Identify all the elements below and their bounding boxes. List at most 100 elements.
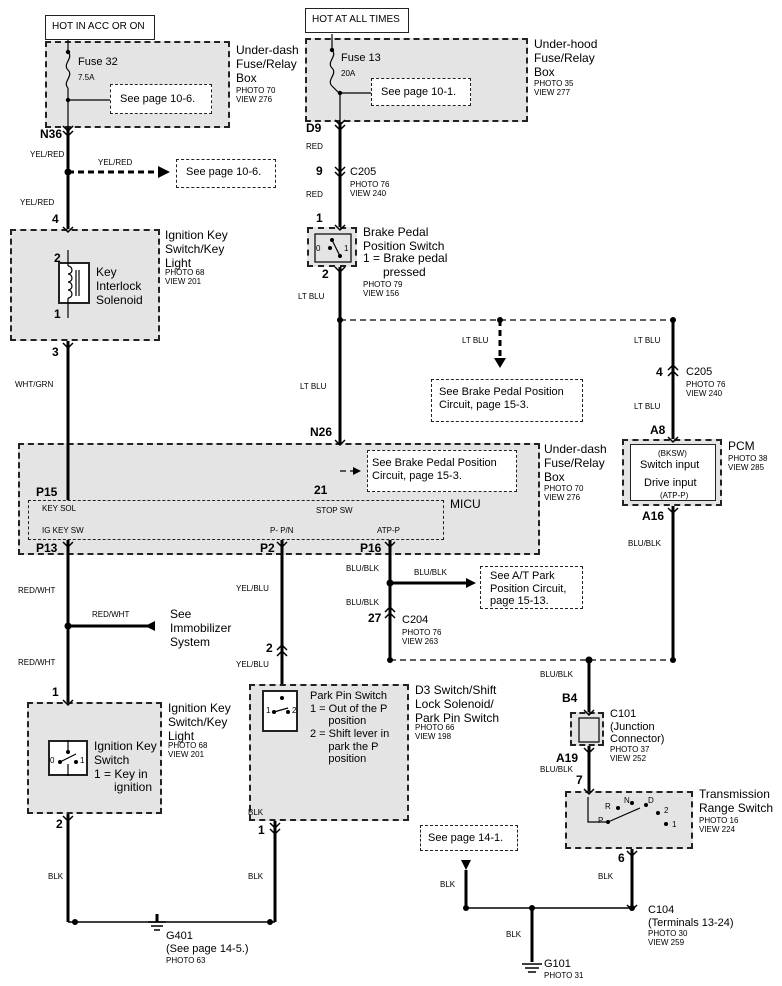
- micu-view: VIEW 276: [544, 493, 581, 502]
- atp-c204: C204: [402, 614, 429, 626]
- park-switch-label: Park Pin Switch 1 = Out of the P positio…: [310, 690, 390, 766]
- micu-p13: P13: [36, 541, 58, 555]
- trans-pos-1: 1: [672, 820, 677, 829]
- solenoid-label: Key Interlock Solenoid: [96, 265, 143, 307]
- pcm-title: PCM: [728, 439, 755, 453]
- trans-view: VIEW 224: [699, 825, 736, 834]
- park-box-title: D3 Switch/Shift Lock Solenoid/ Park Pin …: [415, 683, 500, 725]
- atp-pin27: 27: [368, 611, 382, 625]
- wire-yel-red-1: YEL/RED: [30, 150, 65, 159]
- park-switch-inner-box: [262, 690, 298, 732]
- g401-photo: PHOTO 63: [166, 956, 206, 965]
- micu-atp-p: ATP-P: [377, 526, 400, 535]
- ik-upper-view: VIEW 201: [165, 277, 202, 286]
- ik-lower-pin2: 2: [56, 817, 63, 831]
- atp-ref-box: [480, 566, 583, 609]
- pcm-atpp: (ATP-P): [660, 491, 689, 500]
- park-wire-yel-blu-2: YEL/BLU: [236, 660, 269, 669]
- trans-c101-view: VIEW 252: [610, 754, 647, 763]
- brake-wire-lt-blu: LT BLU: [298, 292, 325, 301]
- ground-ref-box: [420, 825, 518, 851]
- ik-lower-pos0: 0: [50, 756, 55, 765]
- trans-wire-blu-blk: BLU/BLK: [540, 765, 573, 774]
- wire-red-wht-1: RED/WHT: [18, 586, 56, 595]
- ik-lower-switch-label: Ignition Key Switch 1 = Key in ignition: [94, 739, 157, 795]
- brake-switch-title: Brake Pedal Position Switch: [363, 225, 445, 253]
- fuse32-ref: See page 10-6.: [120, 93, 196, 105]
- trans-b4: B4: [562, 691, 578, 705]
- ik-lower-pos1: 1: [80, 756, 85, 765]
- atp-wire-1: BLU/BLK: [346, 564, 379, 573]
- fuse32-ref-box: [110, 84, 212, 114]
- micu-photo: PHOTO 70: [544, 484, 584, 493]
- park-wire-blk-2: BLK: [248, 872, 264, 881]
- micu-stop-sw: STOP SW: [316, 506, 353, 515]
- brake-pos0: 0: [316, 244, 321, 253]
- brake-ref-box: [431, 379, 583, 422]
- park-view: VIEW 198: [415, 732, 452, 741]
- park-wire-blk: BLK: [248, 808, 264, 817]
- pcm-a8: A8: [650, 423, 666, 437]
- brake-c205-photo: PHOTO 76: [350, 180, 390, 189]
- ik-lower-photo: PHOTO 68: [168, 741, 208, 750]
- fuse13-ref: See page 10-1.: [381, 86, 457, 98]
- pin3-label: 3: [52, 345, 59, 359]
- fuse13-rating: 20A: [341, 69, 356, 78]
- pcm-wire-lt-blu-2: LT BLU: [634, 402, 661, 411]
- micu-inner-box: [28, 500, 444, 540]
- pcm-pin4: 4: [656, 365, 663, 379]
- micu-box-title: Under-dash Fuse/Relay Box: [544, 442, 607, 484]
- brake-pin2: 2: [322, 267, 329, 281]
- park-pin1-conn: 1: [258, 823, 265, 837]
- g101-label: G101: [544, 958, 571, 970]
- atp-c204-view: VIEW 263: [402, 637, 439, 646]
- pcm-drive-input: Drive input: [644, 477, 697, 489]
- fuse13-box-title: Under-hood Fuse/Relay Box: [534, 37, 598, 79]
- fuse13-photo: PHOTO 35: [534, 79, 574, 88]
- micu-p16: P16: [360, 541, 382, 555]
- pcm-c205-view: VIEW 240: [686, 389, 723, 398]
- micu-name: MICU: [450, 497, 481, 511]
- branch-wire-yel-red: YEL/RED: [98, 158, 133, 167]
- ik-lower-title: Ignition Key Switch/Key Light: [168, 701, 231, 743]
- micu-p2: P2: [260, 541, 275, 555]
- ik-lower-view: VIEW 201: [168, 750, 205, 759]
- branch-wire-red-wht: RED/WHT: [92, 610, 130, 619]
- ik-upper-title: Ignition Key Switch/Key Light: [165, 228, 228, 270]
- g101-photo: PHOTO 31: [544, 971, 584, 980]
- brake-wire-red-2: RED: [306, 190, 323, 199]
- ik-upper-photo: PHOTO 68: [165, 268, 205, 277]
- fuse32-name: Fuse 32: [78, 56, 118, 68]
- park-pos1: 1: [266, 706, 271, 715]
- micu-pin21: 21: [314, 483, 328, 497]
- ik-pin2: 2: [54, 251, 61, 265]
- immobilizer-ref: See Immobilizer System: [170, 607, 232, 649]
- park-photo: PHOTO 66: [415, 723, 455, 732]
- brake-photo: PHOTO 79: [363, 280, 403, 289]
- c104-view: VIEW 259: [648, 938, 685, 947]
- pin4-label: 4: [52, 212, 59, 226]
- g401-label: G401 (See page 14-5.): [166, 930, 249, 955]
- pcm-bksw: (BKSW): [658, 449, 687, 458]
- brake-pin1: 1: [316, 211, 323, 225]
- c104-label: C104 (Terminals 13-24): [648, 904, 734, 929]
- d9-label: D9: [306, 121, 322, 135]
- fuse13-ref-box: [371, 78, 471, 106]
- brake-pos1: 1: [344, 244, 349, 253]
- park-wire-yel-blu-1: YEL/BLU: [236, 584, 269, 593]
- brake-view: VIEW 156: [363, 289, 400, 298]
- pcm-wire-blu-blk: BLU/BLK: [628, 539, 661, 548]
- atp-wire-3: BLU/BLK: [540, 670, 573, 679]
- fuse32-view: VIEW 276: [236, 95, 273, 104]
- fuse32-box-title: Under-dash Fuse/Relay Box: [236, 43, 299, 85]
- pcm-inner-box: [630, 444, 716, 501]
- ground-wire-blk-1: BLK: [440, 880, 456, 889]
- trans-a19: A19: [556, 751, 579, 765]
- trans-c101: C101 (Junction Connector): [610, 708, 665, 746]
- branch-ref: See page 10-6.: [186, 166, 262, 178]
- hot-acc-header: [45, 15, 155, 40]
- trans-pin6: 6: [618, 851, 625, 865]
- atp-branch-wire: BLU/BLK: [414, 568, 447, 577]
- pcm-c205: C205: [686, 366, 713, 378]
